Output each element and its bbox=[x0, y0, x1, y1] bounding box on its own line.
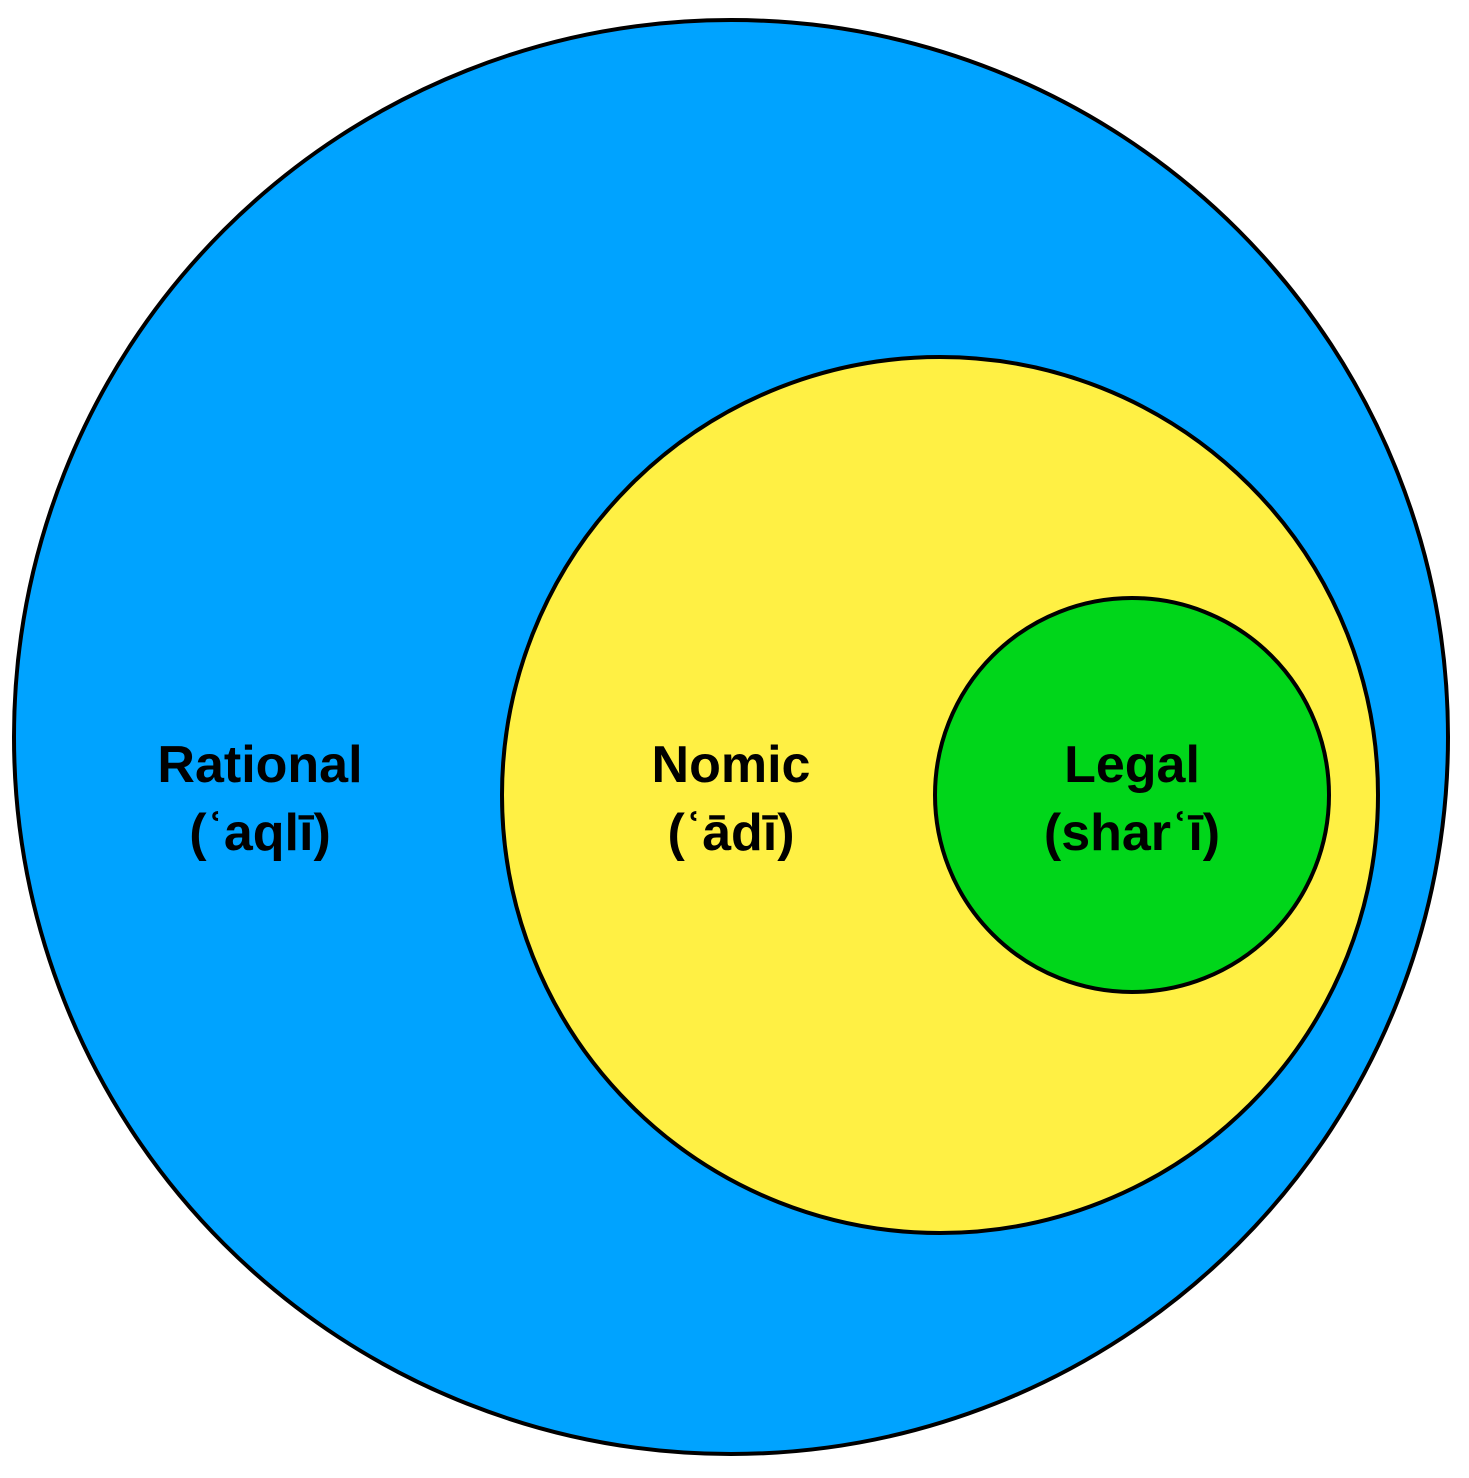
nomic-label: Nomic bbox=[652, 736, 811, 794]
legal-sublabel: (sharʿī) bbox=[1044, 804, 1220, 862]
legal-label: Legal bbox=[1064, 736, 1200, 794]
legal-circle bbox=[933, 596, 1331, 994]
rational-sublabel: (ʿaqlī) bbox=[189, 804, 331, 862]
rational-label: Rational bbox=[157, 736, 362, 794]
nomic-sublabel: (ʿādī) bbox=[667, 804, 794, 862]
